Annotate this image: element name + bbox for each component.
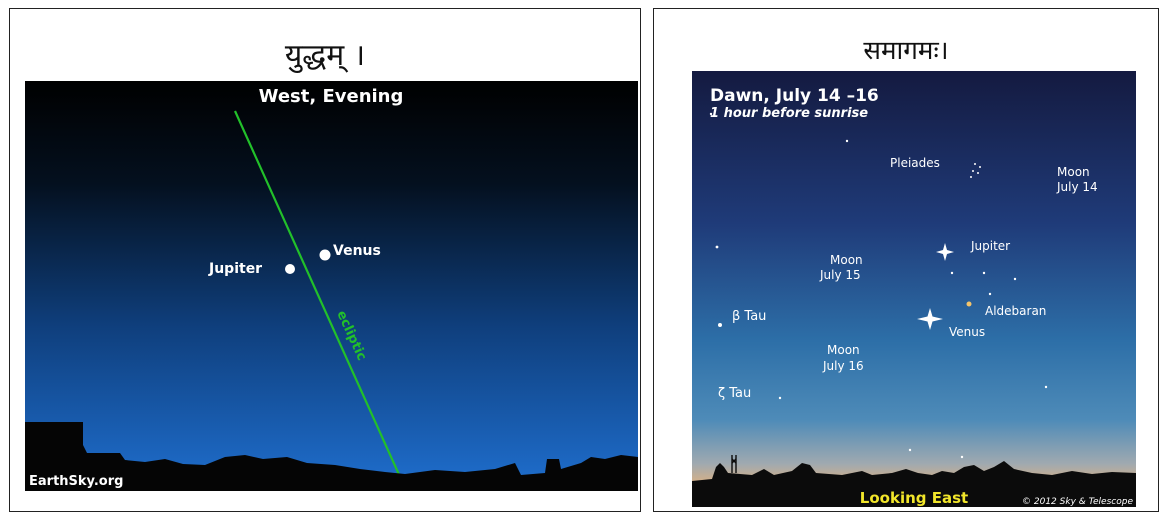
horizon-silhouette <box>692 461 1136 507</box>
background-stars <box>709 112 1048 459</box>
left-panel: युद्धम् । ecliptic West, Evening Venus J… <box>9 8 641 512</box>
beta-tau-label: β Tau <box>732 309 766 324</box>
sky-heading: West, Evening <box>259 86 404 107</box>
dawn-sky-chart-image: Dawn, July 14 –16 1 hour before sunrise … <box>692 71 1136 507</box>
venus-label: Venus <box>949 325 985 339</box>
beta-tau-dot <box>718 323 722 327</box>
west-evening-sky-image: ecliptic West, Evening Venus Jupiter Ear… <box>25 81 638 491</box>
jupiter-dot <box>285 264 295 274</box>
zeta-tau-label: ζ Tau <box>718 386 751 401</box>
venus-label: Venus <box>333 243 381 259</box>
radio-tower <box>731 455 737 473</box>
jupiter-label: Jupiter <box>208 261 262 277</box>
ecliptic-line <box>233 110 403 480</box>
aldebaran-label: Aldebaran <box>985 304 1046 318</box>
sky-background <box>25 81 638 491</box>
right-panel-title: समागमः। <box>863 36 949 66</box>
jupiter-star-icon <box>936 243 954 261</box>
moon-15-label-line2: July 15 <box>819 268 861 282</box>
pleiades-label: Pleiades <box>890 156 940 170</box>
moon-14-label-line2: July 14 <box>1056 180 1098 194</box>
chart-heading: Dawn, July 14 –16 <box>710 86 879 106</box>
image-credit: EarthSky.org <box>29 474 123 489</box>
skyline-silhouette <box>25 422 638 491</box>
moon-16-label-line2: July 16 <box>822 359 864 373</box>
venus-dot <box>319 249 331 261</box>
copyright-credit: © 2012 Sky & Telescope <box>1022 497 1133 507</box>
moon-15-label-line1: Moon <box>830 253 863 267</box>
right-panel: समागमः। Dawn, July 14 –16 1 hour before … <box>653 8 1159 512</box>
looking-east-label: Looking East <box>860 489 968 507</box>
left-panel-title: युद्धम् । <box>284 38 366 73</box>
venus-star-icon <box>917 308 943 330</box>
aldebaran-dot <box>966 301 972 307</box>
sky-background <box>692 71 1136 507</box>
jupiter-label: Jupiter <box>970 239 1010 253</box>
pleiades-cluster <box>970 163 981 178</box>
moon-16-label-line1: Moon <box>827 343 860 357</box>
moon-14-label-line1: Moon <box>1057 165 1090 179</box>
chart-subheading: 1 hour before sunrise <box>710 106 868 121</box>
